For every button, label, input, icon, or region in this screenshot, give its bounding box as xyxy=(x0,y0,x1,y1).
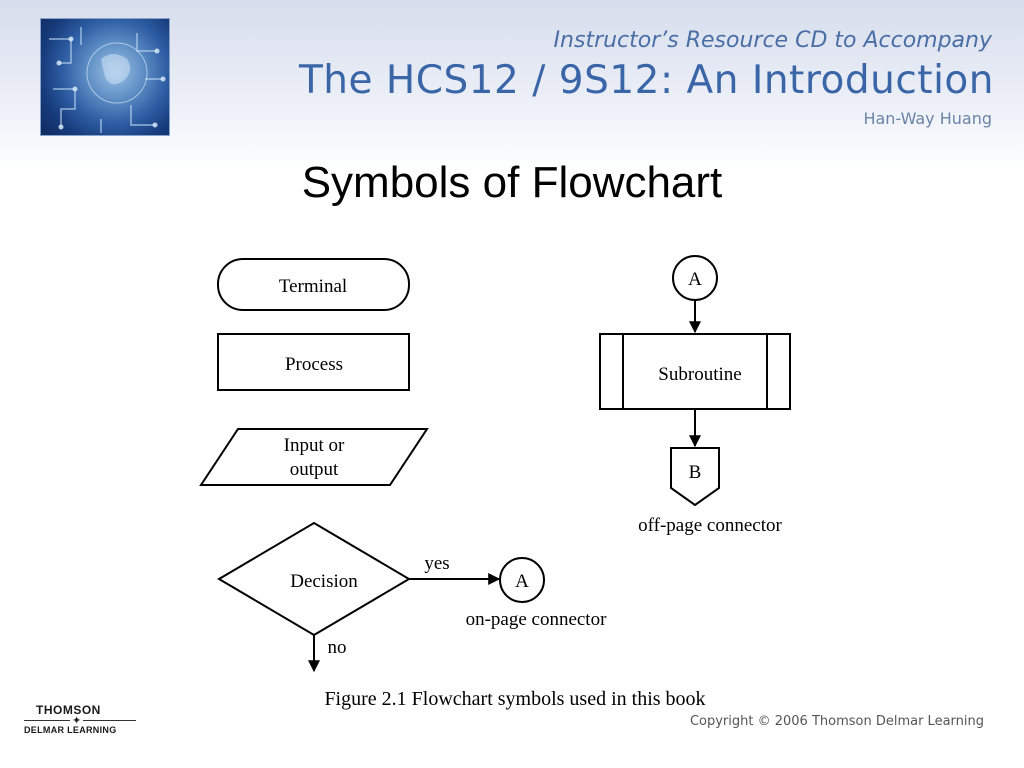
input-output-label-line2: output xyxy=(290,459,339,480)
off-page-connector-label: off-page connector xyxy=(638,515,782,536)
slide-title: Symbols of Flowchart xyxy=(301,158,723,207)
on-page-connector-label: on-page connector xyxy=(466,609,608,630)
book-cover-logo xyxy=(40,18,170,136)
off-page-connector-letter: B xyxy=(689,462,702,483)
input-output-symbol xyxy=(199,428,429,486)
terminal-label: Terminal xyxy=(279,276,347,297)
on-page-connector-letter: A xyxy=(515,571,529,592)
process-symbol xyxy=(217,333,410,391)
publisher-name-top: THOMSON xyxy=(36,703,101,717)
publisher-name-bottom: DELMAR LEARNING xyxy=(24,725,117,735)
header-book-title: The HCS12 / 9S12: An Introduction xyxy=(298,58,994,103)
subroutine-label: Subroutine xyxy=(658,364,741,385)
terminal-symbol xyxy=(217,258,410,311)
yes-label: yes xyxy=(424,553,449,574)
subroutine-symbol xyxy=(599,333,791,410)
on-page-connector-symbol xyxy=(499,557,545,603)
decision-label: Decision xyxy=(290,571,358,592)
input-output-label-line1: Input or xyxy=(284,435,345,456)
subroutine-entry-letter: A xyxy=(688,269,702,290)
circuit-globe-icon xyxy=(49,27,166,133)
copyright-notice: Copyright © 2006 Thomson Delmar Learning xyxy=(689,714,984,729)
publisher-logo: THOMSON ✦ DELMAR LEARNING xyxy=(22,700,142,742)
star-icon: ✦ xyxy=(70,714,84,727)
header-subtitle: Instructor’s Resource CD to Accompany xyxy=(553,28,992,53)
figure-caption: Figure 2.1 Flowchart symbols used in thi… xyxy=(324,688,706,710)
header-author: Han-Way Huang xyxy=(863,109,992,128)
off-page-connector-symbol xyxy=(670,447,720,507)
process-label: Process xyxy=(285,354,343,375)
no-label: no xyxy=(328,637,347,658)
